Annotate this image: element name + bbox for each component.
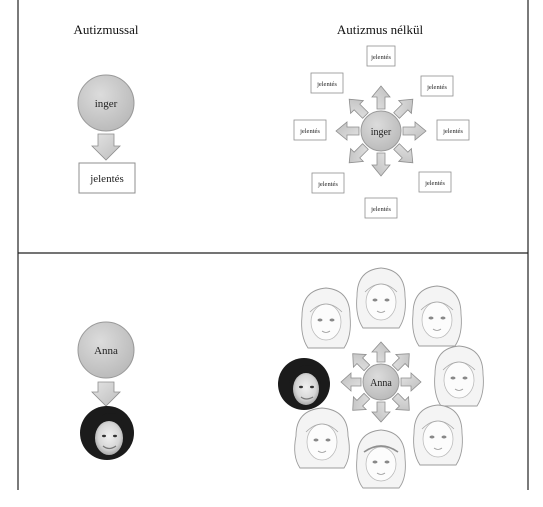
stimulus-circle bbox=[77, 74, 135, 132]
meaning-label-right: jelentés bbox=[442, 128, 463, 135]
arrow-down-left bbox=[348, 143, 369, 164]
face-sketch-top-left bbox=[301, 287, 351, 349]
meaning-label-top: jelentés bbox=[370, 54, 391, 61]
heading-without-autism: Autizmus nélkül bbox=[337, 22, 424, 37]
arrow-up-right bbox=[391, 353, 410, 372]
arrow-right bbox=[400, 372, 422, 392]
anna-photo bbox=[278, 358, 330, 410]
person-label: Anna bbox=[370, 378, 392, 389]
bottom-right-diagram: Anna bbox=[278, 267, 484, 489]
arrow-up bbox=[371, 341, 391, 363]
meaning-label-bottom: jelentés bbox=[370, 206, 391, 213]
stimulus-label: inger bbox=[95, 98, 118, 110]
person-circle bbox=[77, 321, 135, 379]
meaning-box-right bbox=[436, 119, 470, 141]
radiating-arrows bbox=[335, 85, 427, 177]
meaning-label: jelentés bbox=[89, 173, 124, 185]
face-sketch-bottom bbox=[356, 429, 406, 489]
meaning-label-top-right: jelentés bbox=[426, 84, 447, 91]
top-left-diagram: inger jelentés bbox=[77, 74, 136, 194]
meaning-boxes: jelentés jelentés jelentés jelentés jele… bbox=[293, 45, 470, 219]
arrow-right bbox=[402, 121, 427, 141]
radiating-arrows bbox=[340, 341, 422, 423]
meaning-label-bottom-left: jelentés bbox=[317, 181, 338, 188]
stimulus-circle bbox=[360, 110, 402, 152]
heading-with-autism: Autizmussal bbox=[74, 22, 139, 37]
person-circle bbox=[362, 363, 400, 401]
arrow-down-left bbox=[352, 392, 371, 411]
face-sketch-right bbox=[434, 345, 484, 407]
face-sketch-top-right bbox=[412, 285, 462, 347]
face-sketch-top bbox=[356, 267, 406, 329]
arrow-down bbox=[371, 401, 391, 423]
arrow-left bbox=[340, 372, 362, 392]
meaning-box-left bbox=[293, 119, 327, 141]
meaning-box-top-right bbox=[420, 75, 454, 97]
face-sketch-bottom-left bbox=[294, 407, 350, 469]
arrow-left bbox=[335, 121, 360, 141]
meaning-box-bottom-left bbox=[311, 172, 345, 194]
top-right-diagram: inger jelentés jelentés jelentés jelenté… bbox=[293, 45, 470, 219]
person-label: Anna bbox=[94, 345, 118, 357]
meaning-label-left: jelentés bbox=[299, 128, 320, 135]
meaning-box-top bbox=[366, 45, 396, 67]
arrow-up bbox=[371, 85, 391, 110]
meaning-box bbox=[78, 162, 136, 194]
down-arrow bbox=[91, 133, 121, 161]
meaning-box-bottom-right bbox=[418, 171, 452, 193]
arrow-down-right bbox=[391, 392, 410, 411]
meaning-label-top-left: jelentés bbox=[316, 81, 337, 88]
arrow-down bbox=[371, 152, 391, 177]
anna-photo bbox=[80, 406, 134, 460]
arrow-up-left bbox=[348, 98, 369, 119]
down-arrow bbox=[91, 381, 121, 407]
bottom-left-diagram: Anna bbox=[77, 321, 135, 460]
arrow-up-right bbox=[393, 98, 414, 119]
arrow-up-left bbox=[352, 353, 371, 372]
stimulus-label: inger bbox=[371, 127, 392, 138]
meaning-box-top-left bbox=[310, 72, 344, 94]
meaning-box-bottom bbox=[364, 197, 398, 219]
face-sketch-bottom-right bbox=[413, 404, 463, 466]
meaning-label-bottom-right: jelentés bbox=[424, 180, 445, 187]
arrow-down-right bbox=[393, 143, 414, 164]
